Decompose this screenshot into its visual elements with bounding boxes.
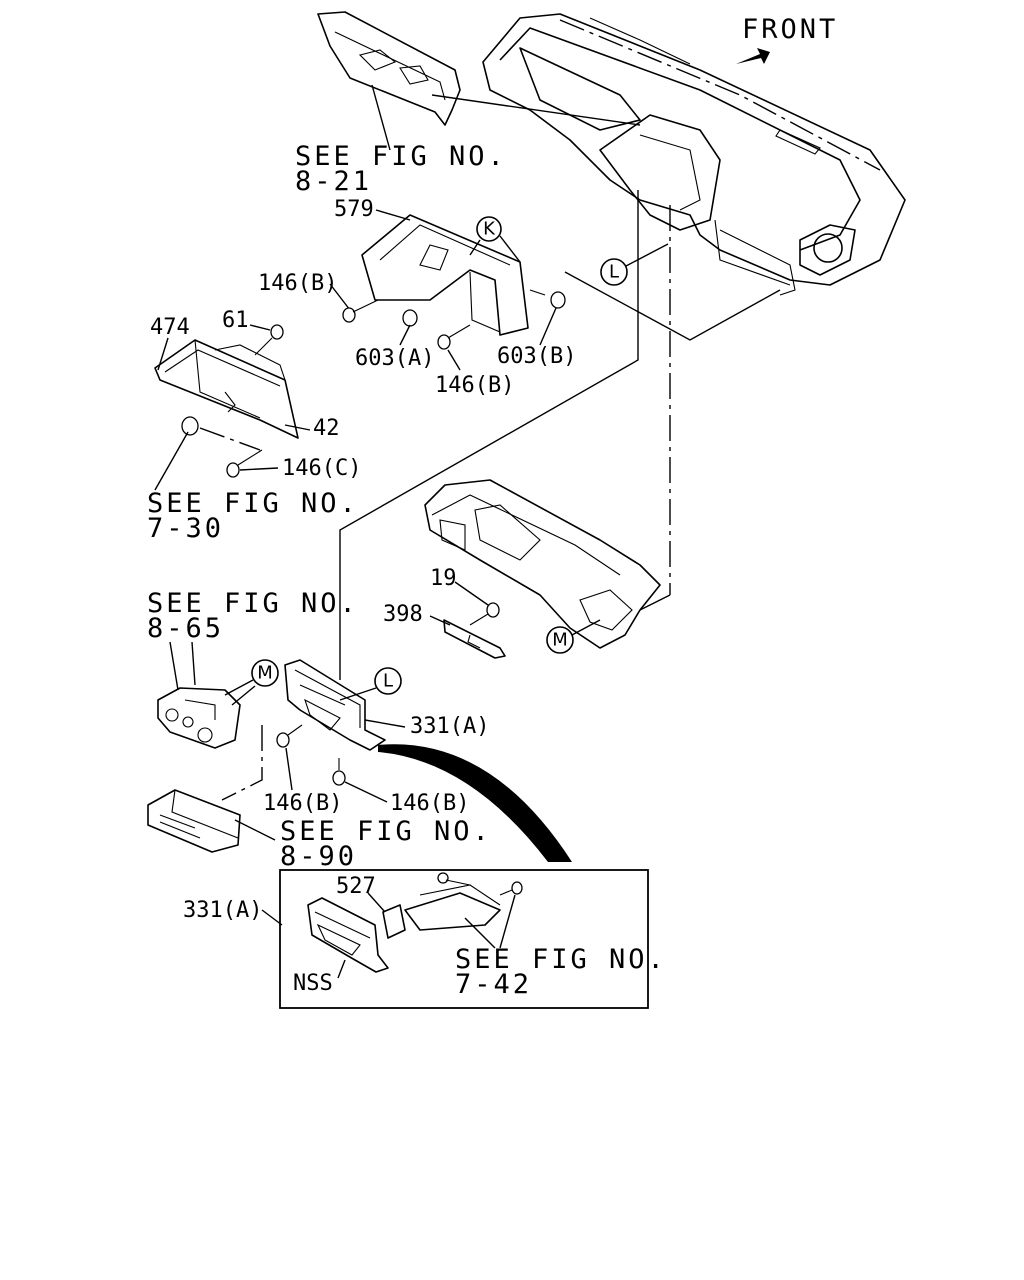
svg-text:K: K xyxy=(483,219,496,240)
ref-line2: 8-90 xyxy=(280,841,357,872)
tag-m-right: M xyxy=(546,619,601,654)
ref-line2: 8-65 xyxy=(147,613,224,644)
ref-line2: 7-30 xyxy=(147,513,224,544)
meter-cluster-hood xyxy=(317,11,641,126)
bezel-detail xyxy=(307,897,389,973)
screw-icon xyxy=(437,324,471,350)
front-label: FRONT xyxy=(742,14,838,45)
label-331a-2: 331(A) xyxy=(183,898,262,923)
knob-icon xyxy=(181,416,199,436)
label-579: 579 xyxy=(334,197,374,222)
bezel-331a xyxy=(284,659,386,751)
label-42: 42 xyxy=(313,416,340,441)
ref-fig-8-90: SEE FIG NO. 8-90 xyxy=(234,816,492,872)
clip-icon xyxy=(402,309,418,327)
tag-l-upper: L xyxy=(564,243,781,341)
radio-unit xyxy=(147,789,241,853)
ref-line1: SEE FIG NO. xyxy=(147,588,359,619)
svg-text:M: M xyxy=(552,630,568,651)
svg-text:L: L xyxy=(383,671,393,692)
bracket-579: 579 xyxy=(334,197,529,336)
label-398: 398 xyxy=(383,602,423,627)
ref-line1: SEE FIG NO. xyxy=(455,944,667,975)
bracket-527 xyxy=(382,872,523,939)
screw-icon xyxy=(226,449,263,478)
detail-box: 331(A) NSS 527 SEE FIG NO. 7-42 xyxy=(183,869,667,1009)
ref-line1: SEE FIG NO. xyxy=(295,141,507,172)
instrument-panel-assembly xyxy=(482,13,906,296)
ref-fig-8-65: SEE FIG NO. 8-65 xyxy=(147,588,359,691)
label-603a: 603(A) xyxy=(355,346,434,371)
ref-line2: 7-42 xyxy=(455,969,532,1000)
tag-k: K xyxy=(469,216,521,263)
ref-line1: SEE FIG NO. xyxy=(280,816,492,847)
lever-398 xyxy=(443,619,506,659)
front-arrow-icon xyxy=(736,48,770,64)
clip-icon xyxy=(529,289,566,309)
tag-m-left: M xyxy=(224,659,279,706)
pocket-474: 474 42 xyxy=(150,315,340,441)
svg-text:M: M xyxy=(257,663,273,684)
ref-fig-8-21: SEE FIG NO. 8-21 xyxy=(295,84,507,197)
label-331a-1: 331(A) xyxy=(410,714,489,739)
label-474: 474 xyxy=(150,315,190,340)
label-nss: NSS xyxy=(293,971,333,996)
label-61: 61 xyxy=(222,308,249,333)
ref-line2: 8-21 xyxy=(295,166,372,197)
detail-pointer xyxy=(378,744,572,862)
label-146b-2: 146(B) xyxy=(435,373,514,398)
label-603b: 603(B) xyxy=(497,344,576,369)
screw-icon xyxy=(342,299,379,323)
label-146c: 146(C) xyxy=(282,456,361,481)
tag-l-lower: L xyxy=(339,667,402,701)
svg-text:L: L xyxy=(609,262,619,283)
heater-control-unit xyxy=(157,687,241,749)
label-146b-4: 146(B) xyxy=(390,791,469,816)
label-19: 19 xyxy=(430,566,457,591)
cluster-panel xyxy=(424,479,671,649)
ref-fig-7-42: SEE FIG NO. 7-42 xyxy=(455,894,667,1000)
screw-icon xyxy=(332,758,346,786)
screw-icon xyxy=(276,724,303,748)
screw-icon xyxy=(469,602,500,626)
label-146b-3: 146(B) xyxy=(263,791,342,816)
ref-line1: SEE FIG NO. xyxy=(147,488,359,519)
screw-icon xyxy=(254,324,284,356)
ref-fig-7-30: SEE FIG NO. 7-30 xyxy=(147,431,359,544)
label-146b-1: 146(B) xyxy=(258,271,337,296)
